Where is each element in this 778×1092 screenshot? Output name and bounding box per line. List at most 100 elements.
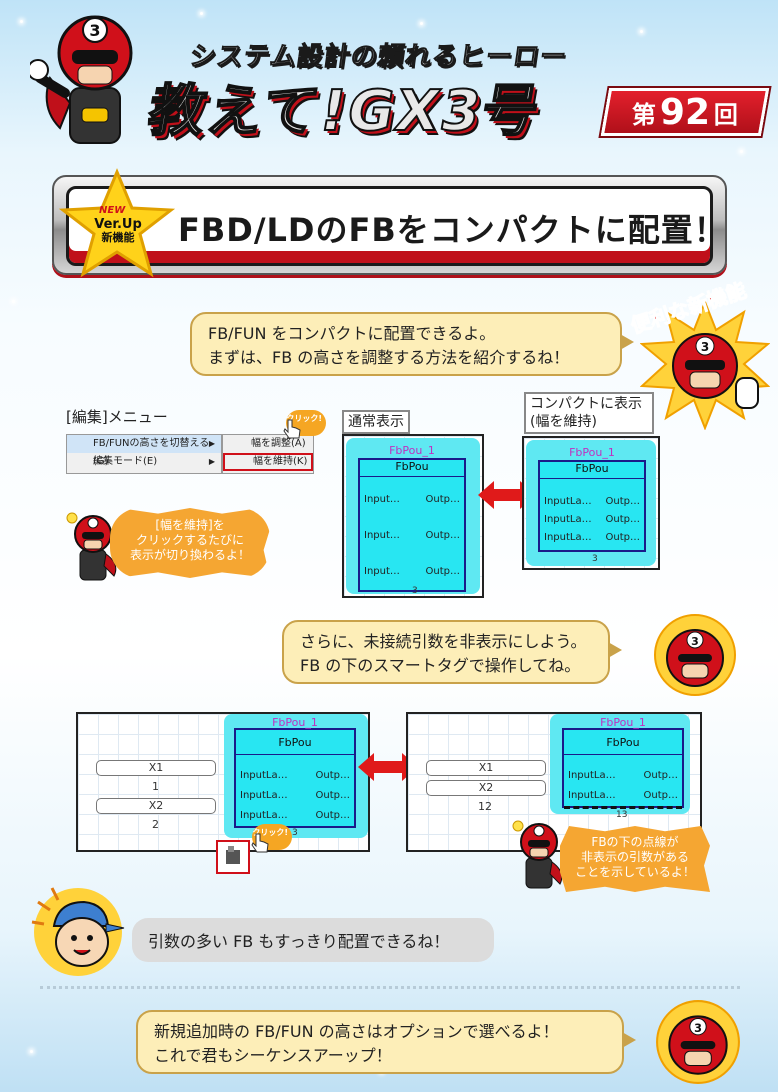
fb-input-pin: InputLa… <box>568 770 616 781</box>
fb-header-line <box>540 478 644 479</box>
badge-new: NEW <box>99 205 126 216</box>
hero-face-icon: 3 <box>656 1000 740 1084</box>
svg-text:3: 3 <box>694 1022 702 1035</box>
menu-item-edit-mode[interactable]: 編集モード(E)▶ <box>93 456 215 467</box>
hero-mascot-icon: 3 <box>30 15 133 144</box>
pointer-hand-icon <box>251 833 269 853</box>
input-variable-box[interactable]: X2 <box>96 798 216 814</box>
menu-item-label: FB/FUNの高さを切替える(G) <box>93 438 210 467</box>
bubble-line: FB/FUN をコンパクトに配置できるよ。 <box>208 324 496 343</box>
svg-text:3: 3 <box>701 340 709 354</box>
fb-output-pin: Outp… <box>315 770 350 781</box>
fb-output-pin: Outp… <box>425 494 460 505</box>
variable-step-number: 12 <box>478 800 492 813</box>
speech-bubble-smart-tag: さらに、未接続引数を非表示にしよう。 FB の下のスマートタグで操作してね。 <box>282 620 622 684</box>
fb-input-pin: InputLa… <box>240 790 288 801</box>
callout-keep-width: [幅を維持]を クリックするたびに 表示が切り換わるよ！ <box>110 508 270 578</box>
sparkle <box>30 1050 33 1053</box>
input-variable-box[interactable]: X1 <box>426 760 546 776</box>
fb-block[interactable]: FbPou_1 FbPou InputLa… Outp… InputLa… Ou… <box>538 446 646 552</box>
bubble-line: FB の下のスマートタグで操作してね。 <box>300 656 581 675</box>
double-arrow-icon <box>358 753 418 781</box>
fb-bottom-number: 3 <box>412 586 418 596</box>
fb-block[interactable]: FbPou_1 FbPou InputLa… Outp… InputLa… Ou… <box>234 716 356 828</box>
sparkle <box>420 22 423 25</box>
menu-item-keep-width[interactable]: 幅を維持(K) <box>223 453 313 471</box>
hidden-args-dashed-line <box>564 806 682 809</box>
bubble-line: これで君もシーケンスアーップ！ <box>154 1046 392 1065</box>
small-hero-icon <box>512 820 563 889</box>
fb-panel-compact: FbPou_1 FbPou InputLa… Outp… InputLa… Ou… <box>522 436 660 570</box>
fb-header-line <box>236 754 354 755</box>
smart-tag-button[interactable] <box>216 840 250 874</box>
callout-line: ことを示しているよ！ <box>575 865 695 879</box>
fb-instance-name: FbPou_1 <box>569 446 615 459</box>
callout-line: 非表示の引数がある <box>580 850 689 864</box>
menu-item-fb-height[interactable]: FB/FUNの高さを切替える(G)▶ <box>67 435 221 467</box>
badge-line2: 新機能 <box>101 231 135 244</box>
fb-input-pin: InputLa… <box>544 496 592 507</box>
callout-line: FBの下の点線が <box>591 835 679 849</box>
fb-header-line <box>360 476 464 477</box>
fb-input-pin: InputLa… <box>240 770 288 781</box>
episode-suffix: 回 <box>714 100 739 129</box>
sparkle <box>20 20 23 23</box>
callout-line: [幅を維持]を <box>155 518 225 532</box>
fb-block[interactable]: FbPou_1 FbPou Input… Outp… Input… Outp… … <box>358 444 466 592</box>
fb-output-pin: Outp… <box>643 790 678 801</box>
fb-input-pin: Input… <box>364 566 400 577</box>
svg-text:3: 3 <box>691 635 699 648</box>
header-title: 教えて!GX3号 <box>142 78 546 145</box>
label-line: (幅を維持) <box>530 414 597 430</box>
fb-output-pin: Outp… <box>425 566 460 577</box>
speech-bubble-boy: 引数の多い FB もすっきり配置できるね！ <box>132 918 494 962</box>
sparkle <box>740 150 743 153</box>
label-normal-view: 通常表示 <box>342 410 410 434</box>
fb-type-name: FbPou <box>278 736 312 749</box>
episode-prefix: 第 <box>631 100 656 129</box>
svg-text:3: 3 <box>89 21 100 40</box>
boy-character-icon <box>31 887 125 976</box>
bubble-line: さらに、未接続引数を非表示にしよう。 <box>300 632 587 651</box>
fb-type-name: FbPou <box>395 460 429 473</box>
edit-menu: FB/FUNの高さを切替える(G)▶ 編集モード(E)▶ <box>66 434 222 474</box>
fb-header-line <box>564 754 682 755</box>
fb-panel-before: FbPou_1 FbPou InputLa… Outp… InputLa… Ou… <box>76 712 370 852</box>
pointer-hand-icon <box>283 419 301 439</box>
fb-bottom-number: 13 <box>616 810 628 820</box>
fb-output-pin: Outp… <box>605 514 640 525</box>
fb-input-pin: InputLa… <box>568 790 616 801</box>
hero-face-icon: 3 <box>654 614 736 696</box>
menu-label: [編集]メニュー <box>66 408 168 426</box>
sparkle <box>200 12 203 15</box>
callout-line: クリックするたびに <box>135 533 244 547</box>
input-variable-box[interactable]: X1 <box>96 760 216 776</box>
fb-input-pin: InputLa… <box>544 514 592 525</box>
input-variable-box[interactable]: X2 <box>426 780 546 796</box>
fb-bottom-number: 3 <box>592 554 598 564</box>
fb-type-name: FbPou <box>575 462 609 475</box>
variable-step-number: 1 <box>152 780 159 793</box>
burst-icon: 3 <box>640 300 770 430</box>
new-star-icon <box>58 168 176 278</box>
fb-output-pin: Outp… <box>315 810 350 821</box>
episode-number: 92 <box>659 91 711 133</box>
bubble-line: まずは、FB の高さを調整する方法を紹介するね！ <box>208 348 570 367</box>
menu-item-adjust-width[interactable]: 幅を調整(A) <box>251 438 306 449</box>
fb-input-pin: InputLa… <box>240 810 288 821</box>
dotted-divider <box>40 986 740 989</box>
fb-instance-name: FbPou_1 <box>272 716 318 729</box>
label-compact-view: コンパクトに表示 (幅を維持) <box>524 392 654 434</box>
fb-input-pin: InputLa… <box>544 532 592 543</box>
speech-bubble-intro: FB/FUN をコンパクトに配置できるよ。 まずは、FB の高さを調整する方法を… <box>190 312 634 376</box>
banner-panel <box>66 186 713 266</box>
fb-bottom-number: 3 <box>292 828 298 838</box>
fb-panel-after: FbPou_1 FbPou InputLa… Outp… InputLa… Ou… <box>406 712 702 852</box>
fb-output-pin: Outp… <box>643 770 678 781</box>
fb-block[interactable]: FbPou_1 FbPou InputLa… Outp… InputLa… Ou… <box>562 716 684 808</box>
menu-item-label: 編集モード(E) <box>93 456 158 467</box>
badge-line1: Ver.Up <box>94 217 142 232</box>
episode-badge: 第 92 回 <box>600 88 770 136</box>
fb-instance-name: FbPou_1 <box>600 716 646 729</box>
fb-output-pin: Outp… <box>605 496 640 507</box>
